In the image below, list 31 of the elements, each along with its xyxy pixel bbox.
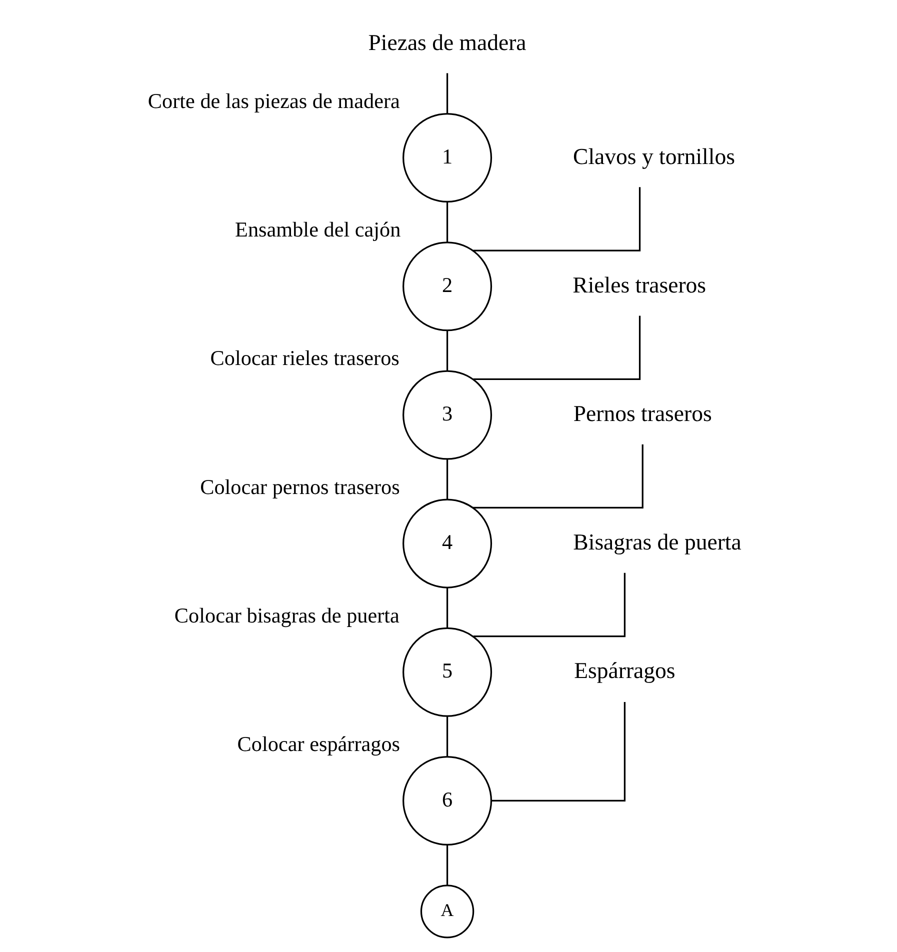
node-label: Colocar bisagras de puerta <box>174 603 400 628</box>
connector <box>446 588 448 628</box>
connector <box>473 572 626 638</box>
node-label: Colocar pernos traseros <box>200 474 400 499</box>
node-circle: 4 <box>402 498 492 588</box>
node-text: Espárragos <box>574 658 676 684</box>
node-circle: 1 <box>402 113 492 203</box>
connector <box>472 444 644 509</box>
node-circle: 2 <box>402 242 492 332</box>
connector <box>446 459 448 500</box>
node-circle: 3 <box>402 370 492 460</box>
node-text: Rieles traseros <box>572 272 706 298</box>
node-circle: A <box>420 884 474 938</box>
connector <box>473 316 641 380</box>
node-text: Piezas de madera <box>368 30 526 55</box>
node-text: Clavos y tornillos <box>573 144 735 169</box>
node-circle: 5 <box>402 627 492 717</box>
connector <box>446 202 448 242</box>
node-label: Corte de las piezas de madera <box>148 88 400 113</box>
connector <box>446 845 448 885</box>
connector <box>492 702 626 802</box>
node-text: Pernos traseros <box>573 400 712 426</box>
node-label: Ensamble del cajón <box>235 218 401 242</box>
node-label: Colocar rieles traseros <box>210 346 400 370</box>
node-label: Colocar espárragos <box>237 732 400 756</box>
connector <box>473 187 641 252</box>
connector <box>446 330 448 371</box>
connector <box>446 716 448 756</box>
node-circle: 6 <box>402 756 492 846</box>
node-text: Bisagras de puerta <box>573 530 742 555</box>
connector <box>446 73 448 114</box>
